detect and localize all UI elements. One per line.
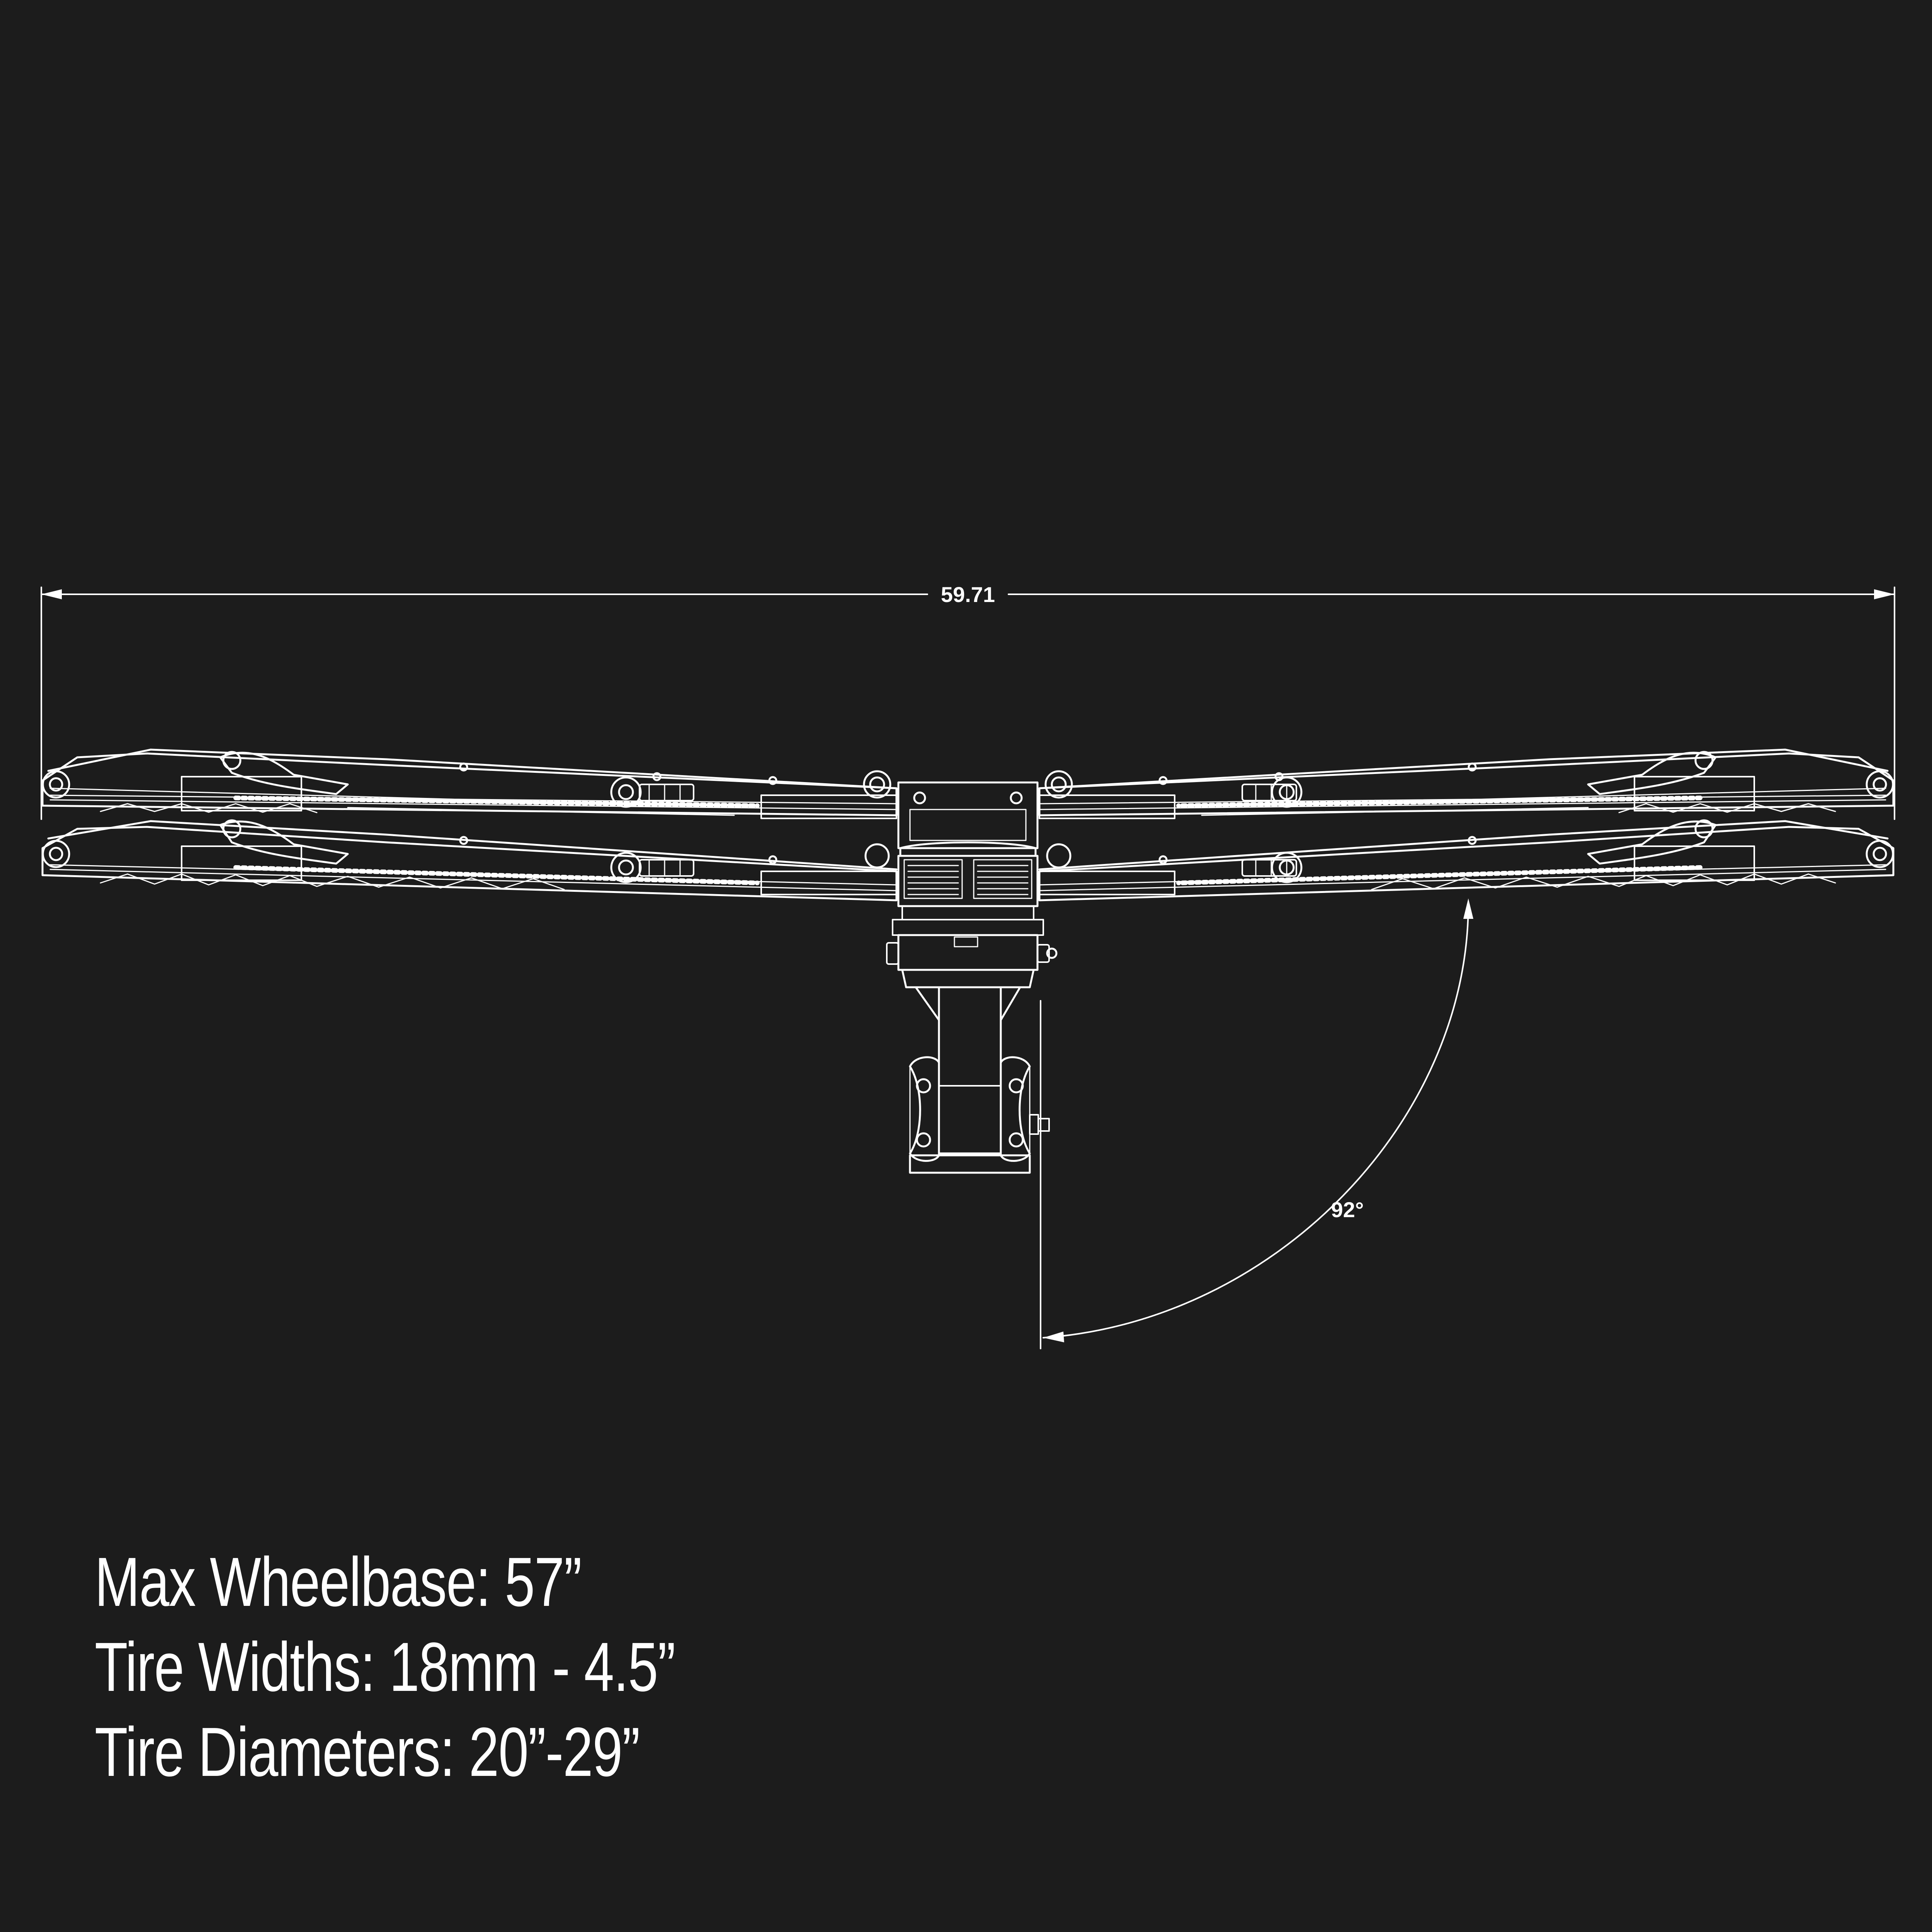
spec-tire-diameters: Tire Diameters: 20”-29” <box>95 1713 640 1791</box>
hitch-mount <box>909 986 1050 1174</box>
angle-label: 92° <box>1331 1197 1364 1222</box>
spec-list: Max Wheelbase: 57” Tire Widths: 18mm - 4… <box>95 1540 676 1795</box>
tray-right-upper <box>1038 748 1895 819</box>
spec-label: Tire Diameters <box>95 1713 440 1791</box>
spec-value: 20”-29” <box>469 1713 640 1791</box>
tray-right-lower <box>1038 819 1895 901</box>
spec-label: Max Wheelbase <box>95 1543 476 1621</box>
spec-tire-widths: Tire Widths: 18mm - 4.5” <box>95 1628 676 1706</box>
width-dimension: 59.71 <box>41 582 1895 820</box>
spec-value: 57” <box>505 1543 582 1621</box>
width-dimension-label: 59.71 <box>941 582 995 607</box>
angle-arrow-top <box>1463 898 1473 919</box>
spec-label: Tire Widths <box>95 1628 361 1706</box>
spec-max-wheelbase: Max Wheelbase: 57” <box>95 1543 582 1621</box>
tray-left-lower <box>41 819 898 901</box>
width-arrow-right <box>1874 589 1895 599</box>
angle-arrow-bottom <box>1043 1332 1064 1342</box>
angle-dimension: 92° <box>1040 898 1473 1349</box>
center-hub <box>886 781 1058 1021</box>
width-arrow-left <box>41 589 62 599</box>
tray-left-upper <box>41 748 898 819</box>
spec-value: 18mm - 4.5” <box>389 1628 675 1706</box>
angle-arc <box>1043 903 1469 1338</box>
